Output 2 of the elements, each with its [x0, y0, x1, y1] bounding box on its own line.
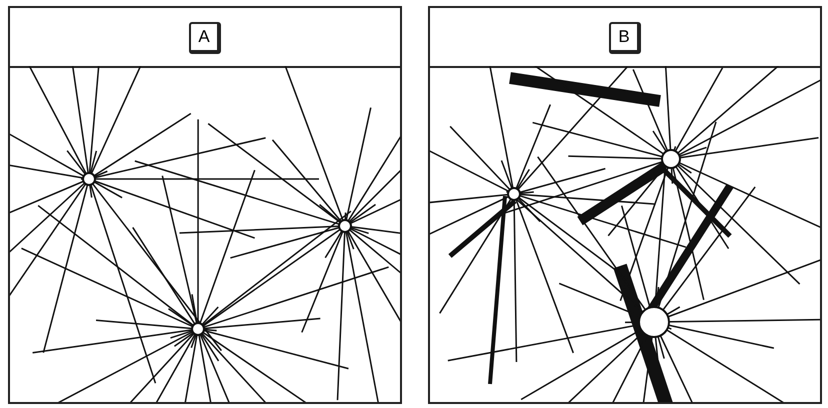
- panel-label: B: [609, 22, 641, 54]
- panel-label: A: [189, 22, 221, 54]
